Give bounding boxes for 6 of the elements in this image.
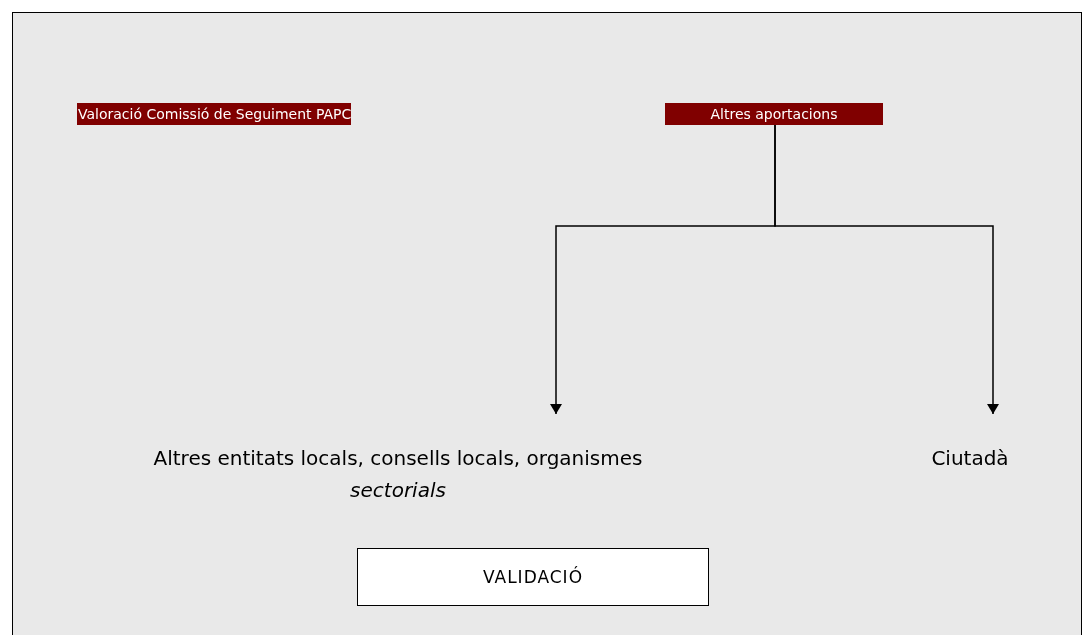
node-text: Ciutadà	[900, 414, 1040, 476]
node-text: Altres entitats locals, consells locals, organismes sectorials	[103, 414, 693, 508]
arrow	[774, 124, 999, 415]
highlighted-label: Altres aportacions	[665, 103, 883, 125]
highlighted-label: Valoració Comissió de Seguiment PAPC	[77, 103, 351, 125]
validation-box: VALIDACIÓ	[357, 548, 709, 606]
